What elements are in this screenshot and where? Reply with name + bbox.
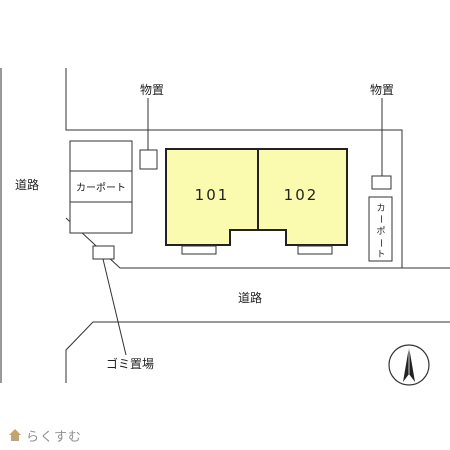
garbage-box bbox=[92, 245, 115, 260]
carport-right-char: ー bbox=[375, 238, 385, 247]
storage-right-label: 物置 bbox=[370, 83, 394, 97]
storage-right-box bbox=[371, 175, 392, 190]
carport-right-char: ポ bbox=[376, 226, 385, 237]
unit-101-label: 101 bbox=[195, 186, 230, 204]
house-logo-icon bbox=[9, 429, 21, 441]
road-bottom-label: 道路 bbox=[238, 290, 262, 305]
property-boundary-lower bbox=[65, 217, 402, 269]
carport-left-label: カーポート bbox=[76, 182, 126, 194]
carport-left-box bbox=[69, 140, 133, 234]
north-arrow-icon bbox=[388, 344, 430, 386]
property-boundary bbox=[65, 68, 450, 269]
unit-102-step bbox=[297, 245, 333, 255]
carport-right-char: ト bbox=[376, 250, 385, 260]
brand-watermark: らくすむ bbox=[8, 425, 82, 445]
garbage-label: ゴミ置場 bbox=[106, 356, 154, 371]
unit-102 bbox=[257, 148, 348, 246]
storage-left-box bbox=[139, 149, 158, 170]
unit-102-label: 102 bbox=[284, 186, 319, 204]
carport-right-char: ー bbox=[375, 214, 385, 223]
road-edge-lower bbox=[65, 321, 450, 383]
garbage-leader bbox=[102, 258, 127, 356]
unit-101-step bbox=[181, 245, 217, 255]
road-left-label: 道路 bbox=[15, 177, 39, 192]
carport-right-box bbox=[368, 196, 393, 262]
carport-right-char: カ bbox=[376, 203, 385, 214]
brand-text: らくすむ bbox=[26, 429, 83, 445]
storage-left-label: 物置 bbox=[140, 83, 164, 97]
